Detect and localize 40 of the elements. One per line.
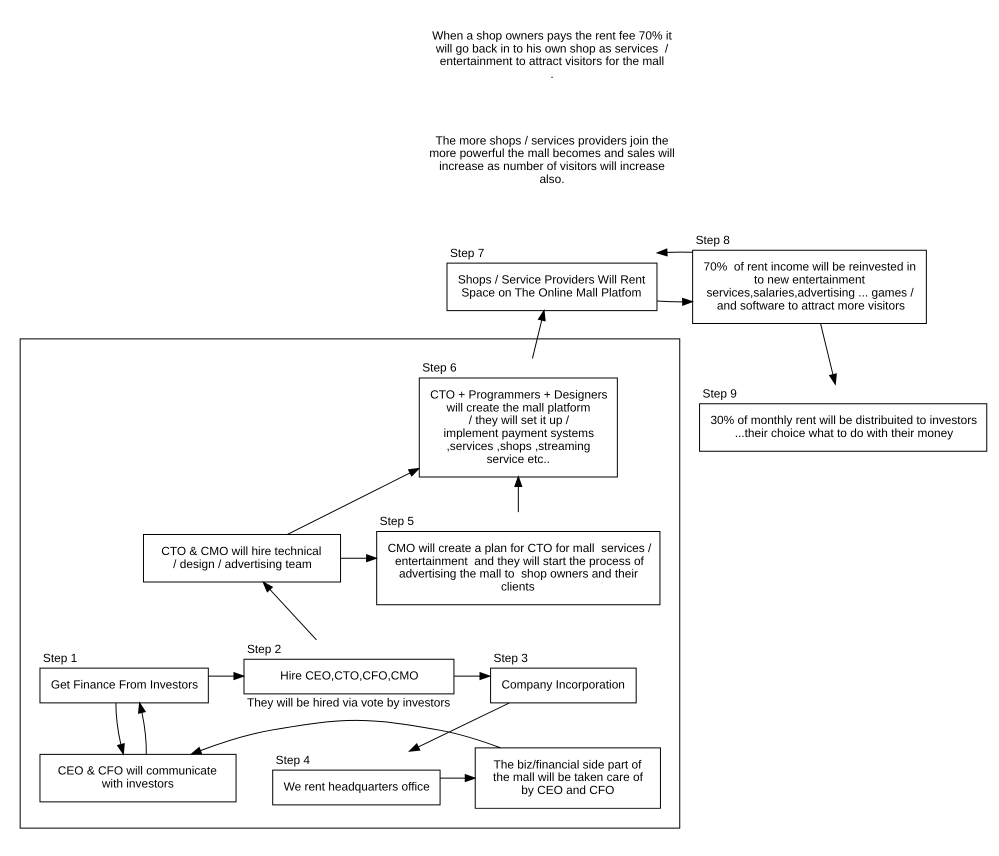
node-box: CEO & CFO will communicate with investors	[39, 753, 237, 802]
arrow	[454, 671, 492, 680]
node-box: Get Finance From Investors	[39, 667, 209, 703]
label: The more shops / services providers join the more powerful the mall becomes and sales will increase as number of visitors will increase also.	[429, 132, 675, 186]
arrow	[262, 580, 317, 640]
arrow	[408, 702, 510, 752]
node-box: Company Incorporation	[490, 667, 637, 703]
arrow	[208, 671, 246, 680]
node-box: We rent headquarters office	[272, 769, 441, 805]
label: When a shop owners pays the rent fee 70% it will go back in to his own shop as services / entertainment to attract visitors for the mall .	[432, 28, 672, 81]
node-box: Shops / Service Providers Will Rent Space on The Online Mall Platfom	[446, 262, 658, 311]
node-box: 70% of rent income will be reinvested in to new entertainment services,salaries,advertising ... games / and software to attract more visitors	[692, 249, 927, 324]
arrow	[514, 474, 522, 512]
arrow	[439, 773, 477, 782]
node-box: CTO + Programmers + Designers will create the mall platform / they will set it up / implement payment systems ,services ,shops ,streaming service etc..	[418, 377, 618, 478]
node-box: 30% of monthly rent will be distribuited to investors ...their choice what to do with their money	[699, 402, 988, 452]
node-label: Step 1	[42, 650, 78, 664]
node-label: Step 6	[422, 360, 457, 374]
cluster	[20, 338, 680, 828]
node-box: CTO & CMO will hire technical / design / advertising team	[142, 533, 342, 582]
node-label: Step 9	[702, 386, 737, 400]
node-box: CMO will create a plan for CTO for mall services / entertainment and they will start the process of advertising the mall to shop owners and their clients	[376, 530, 660, 605]
node-label: Step 5	[380, 514, 414, 528]
arrow	[138, 700, 147, 754]
arrow	[287, 467, 420, 534]
node-label: Step 4	[276, 752, 310, 766]
arrow	[340, 554, 378, 562]
node-label: They will be hired via vote by investors	[246, 694, 450, 709]
node-label: Step 2	[246, 641, 282, 656]
node-label: Step 8	[696, 232, 730, 246]
node-label: Step 3	[494, 650, 528, 664]
arrow	[656, 248, 693, 256]
node-box: The biz/financial side part of the mall will be taken care of by CEO and CFO	[474, 746, 661, 808]
arrow	[115, 702, 125, 756]
arrow	[820, 322, 837, 386]
arrow	[532, 308, 546, 358]
arrow	[190, 719, 502, 754]
node-label: Step 7	[450, 245, 484, 260]
node-box: Hire CEO,CTO,CFO,CMO	[244, 658, 454, 694]
arrow	[656, 297, 694, 306]
